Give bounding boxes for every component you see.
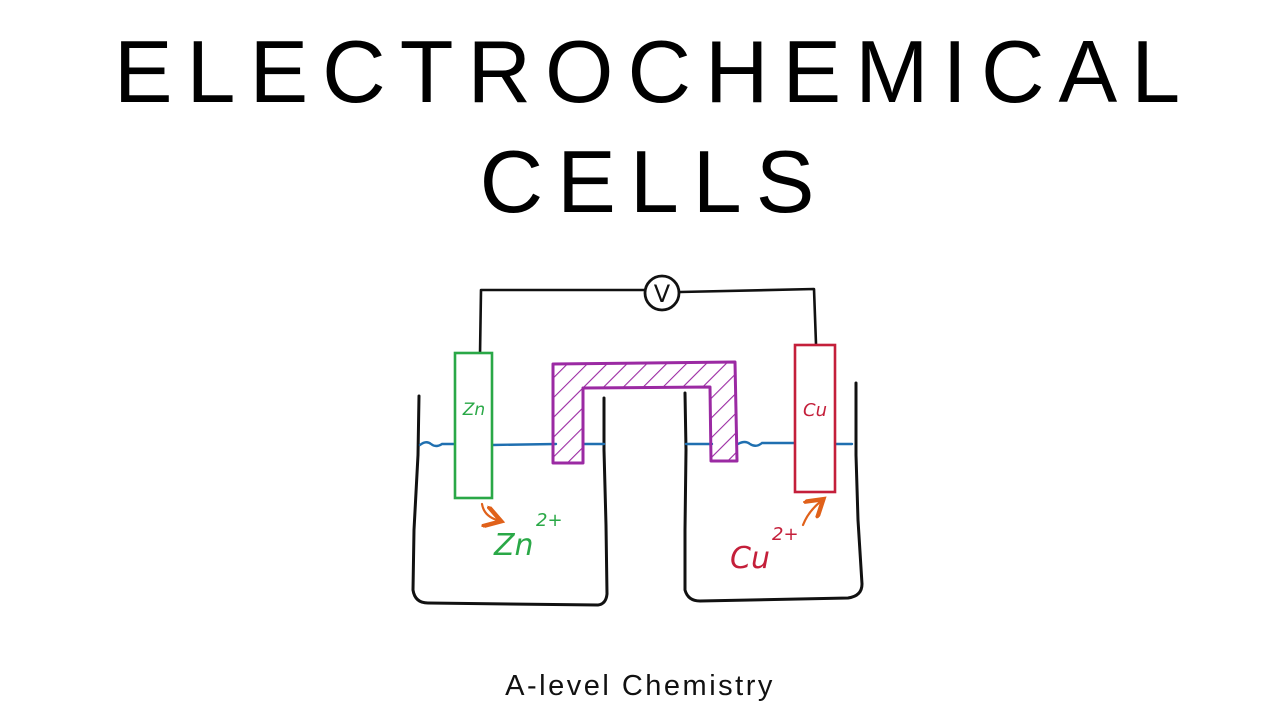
zinc-ion-label: Zn [493,528,534,563]
zinc-ion-symbol: Zn [493,528,534,563]
salt-bridge [551,360,739,465]
copper-ion-charge: 2+ [772,524,799,545]
circuit-wire-right [678,287,818,346]
voltmeter-circle [643,274,681,312]
right-solution-surface [684,440,854,447]
left-solution-surface [418,441,606,448]
circuit-wire-left [478,288,647,357]
voltmeter-symbol: V [654,280,671,308]
title-line-1: ELECTROCHEMICAL [113,22,1195,121]
copper-electrode [793,343,837,494]
copper-electrode-label: Cu [803,400,827,421]
voltmeter: V [643,274,681,312]
zinc-ion-arrow [480,502,497,520]
right-beaker [683,381,864,603]
left-beaker [411,394,609,607]
copper-ion-label: Cu [730,541,770,576]
zinc-electrode [453,351,494,500]
copper-ion-symbol: Cu [730,541,770,576]
title-line-2: CELLS [479,132,829,231]
copper-ion-arrow [801,502,820,527]
zinc-ion-charge: 2+ [536,510,563,531]
subtitle: A-level Chemistry [505,670,775,702]
zinc-electrode-label: Zn [462,400,485,420]
